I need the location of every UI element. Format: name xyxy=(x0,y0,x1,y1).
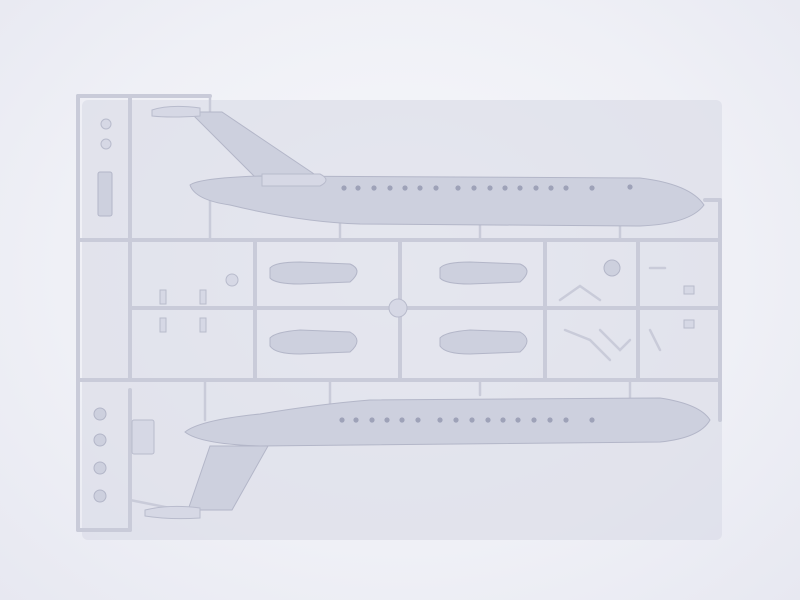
landing-gear xyxy=(648,328,662,352)
window xyxy=(387,185,393,191)
windows-upper xyxy=(341,184,633,191)
window xyxy=(355,185,361,191)
fuselage-half-lower xyxy=(144,397,711,520)
landing-gear xyxy=(199,317,207,333)
engine-nacelle xyxy=(269,261,358,285)
wheel xyxy=(225,273,239,287)
window xyxy=(469,417,475,423)
window xyxy=(415,417,421,423)
window xyxy=(533,185,539,191)
wheel xyxy=(93,433,107,447)
window xyxy=(399,417,405,423)
window xyxy=(471,185,477,191)
window xyxy=(453,417,459,423)
window xyxy=(339,417,345,423)
window xyxy=(547,417,553,423)
fuselage-body-upper xyxy=(189,175,705,227)
window xyxy=(563,185,569,191)
sprue-frame xyxy=(76,94,722,532)
landing-gear xyxy=(563,328,612,362)
window xyxy=(517,185,523,191)
wheel xyxy=(603,259,621,277)
window xyxy=(455,185,461,191)
small-parts xyxy=(93,118,695,503)
window xyxy=(515,417,521,423)
window xyxy=(437,417,443,423)
small-part xyxy=(683,285,695,295)
window xyxy=(500,417,506,423)
engine-nacelle xyxy=(439,261,528,285)
wheel xyxy=(93,407,107,421)
fuselage-half-upper xyxy=(151,105,705,227)
window xyxy=(548,185,554,191)
window xyxy=(487,185,493,191)
window xyxy=(417,185,423,191)
landing-gear xyxy=(159,317,167,333)
window xyxy=(531,417,537,423)
landing-gear xyxy=(159,289,167,305)
window xyxy=(369,417,375,423)
window xyxy=(384,417,390,423)
engine-pod-upper xyxy=(261,173,327,187)
exhaust-part xyxy=(97,171,113,217)
wheel xyxy=(93,461,107,475)
window xyxy=(627,184,633,190)
window xyxy=(341,185,347,191)
windows-lower xyxy=(339,417,595,423)
landing-gear xyxy=(199,289,207,305)
window xyxy=(502,185,508,191)
window xyxy=(589,185,595,191)
engine-nacelle xyxy=(269,329,358,355)
engine-nacelle xyxy=(439,329,528,355)
window xyxy=(485,417,491,423)
wheel xyxy=(93,489,107,503)
sprue-gate xyxy=(388,298,408,318)
window xyxy=(402,185,408,191)
window xyxy=(589,417,595,423)
window xyxy=(433,185,439,191)
engine-nacelles xyxy=(269,261,528,355)
small-part xyxy=(683,319,695,329)
stabilizer-lower xyxy=(144,505,201,520)
window xyxy=(353,417,359,423)
small-part xyxy=(131,419,155,455)
landing-gear xyxy=(598,328,632,352)
window xyxy=(563,417,569,423)
landing-gear xyxy=(558,284,602,302)
small-part xyxy=(100,138,112,150)
small-part xyxy=(100,118,112,130)
window xyxy=(371,185,377,191)
stabilizer-upper xyxy=(151,105,201,118)
tail-fin-lower xyxy=(187,445,269,511)
